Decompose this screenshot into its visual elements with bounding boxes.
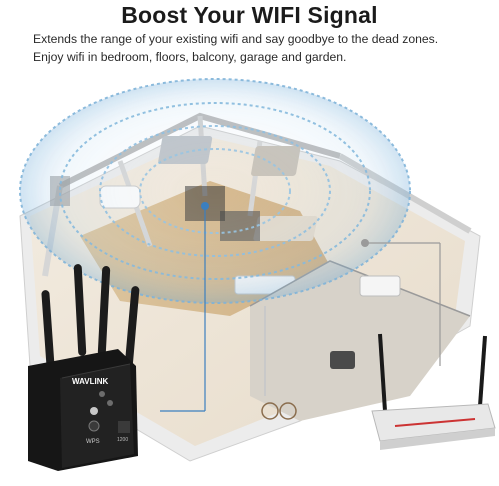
page-title: Boost Your WIFI Signal [121,2,378,28]
speed-label: 1200 [117,437,128,443]
house-floorplan-scene: WAVLINK WPS 1200 [0,66,499,486]
subtitle-line-1: Extends the range of your existing wifi … [33,32,439,46]
pointer-lines [160,202,441,412]
brand-label: WAVLINK [72,377,109,386]
subtitle-line-2: Enjoy wifi in bedroom, floors, balcony, … [33,50,347,64]
wps-label: WPS [86,439,100,445]
extender-device: WAVLINK WPS 1200 [28,264,140,471]
router-device [371,333,496,450]
wifi-wave-icon [19,78,411,304]
